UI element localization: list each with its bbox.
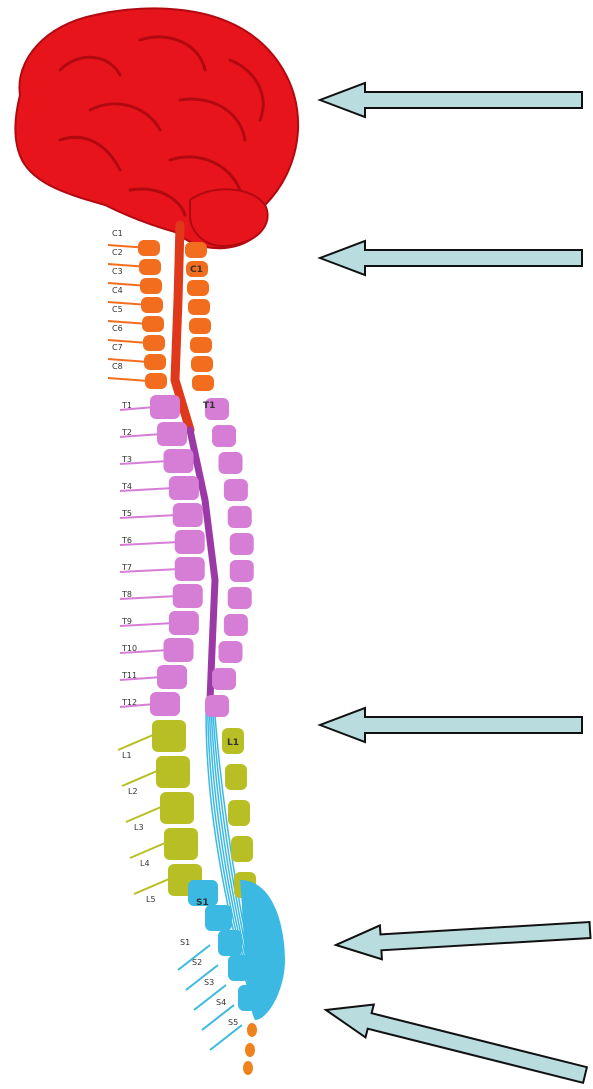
label-cervical-nerve: C1 xyxy=(112,229,123,238)
label-lumbar-nerve: L3 xyxy=(134,823,144,832)
label-thoracic-nerve: T1 xyxy=(121,401,132,410)
vertebra-thoracic-right xyxy=(205,695,229,717)
vertebra-thoracic-right xyxy=(224,614,248,636)
label-lumbar-nerve: L2 xyxy=(128,787,138,796)
label-thoracic-body: T1 xyxy=(203,401,215,411)
arrow-lumbar-icon xyxy=(320,708,582,742)
arrow-brain-icon xyxy=(320,83,582,117)
brain-illustration xyxy=(15,8,298,248)
vertebra-lumbar-left xyxy=(160,792,194,824)
label-cervical-nerve: C3 xyxy=(112,267,123,276)
label-cervical-nerve: C4 xyxy=(112,286,123,295)
label-thoracic-nerve: T10 xyxy=(121,644,137,653)
vertebra-thoracic-right xyxy=(228,506,252,528)
vertebra-thoracic-right xyxy=(228,587,252,609)
vertebra-sacral xyxy=(218,930,242,956)
arrow-sacral-icon xyxy=(336,922,591,959)
vertebra-cervical-right xyxy=(185,242,207,258)
label-thoracic-nerve: T5 xyxy=(121,509,132,518)
label-lumbar-nerve: L5 xyxy=(146,895,156,904)
label-thoracic-nerve: T12 xyxy=(121,698,137,707)
label-thoracic-nerve: T2 xyxy=(121,428,132,437)
vertebra-thoracic-right xyxy=(230,560,254,582)
label-lumbar-body: L1 xyxy=(227,738,239,748)
label-thoracic-nerve: T6 xyxy=(121,536,132,545)
label-sacral-nerve: S5 xyxy=(228,1018,238,1027)
nerve-sacral xyxy=(210,1025,242,1050)
label-thoracic-nerve: T11 xyxy=(121,671,137,680)
label-sacral-nerve: S4 xyxy=(216,998,226,1007)
vertebra-lumbar-right xyxy=(225,764,247,790)
label-cervical-nerve: C5 xyxy=(112,305,123,314)
label-thoracic-nerve: T8 xyxy=(121,590,132,599)
label-lumbar-nerve: L4 xyxy=(140,859,150,868)
label-sacral-nerve: S3 xyxy=(204,978,214,987)
vertebra-lumbar-left xyxy=(164,828,198,860)
label-cervical-nerve: C8 xyxy=(112,362,123,371)
label-thoracic-nerve: T7 xyxy=(121,563,132,572)
label-sacral-nerve: S1 xyxy=(180,938,190,947)
vertebra-lumbar-left xyxy=(156,756,190,788)
vertebra-thoracic-right xyxy=(230,533,254,555)
label-thoracic-nerve: T9 xyxy=(121,617,132,626)
label-sacral-nerve: S2 xyxy=(192,958,202,967)
label-thoracic-nerve: T4 xyxy=(121,482,132,491)
vertebra-sacral xyxy=(205,905,232,931)
pointer-arrows xyxy=(320,83,591,1083)
label-sacral-body: S1 xyxy=(196,898,209,908)
vertebra-thoracic-right xyxy=(219,641,243,663)
vertebra-thoracic-right xyxy=(219,452,243,474)
label-thoracic-nerve: T3 xyxy=(121,455,132,464)
vertebra-coccyx xyxy=(245,1043,255,1057)
arrow-coccyx-icon xyxy=(326,1005,587,1083)
vertebra-coccyx xyxy=(247,1023,257,1037)
vertebra-cervical-right xyxy=(187,280,209,296)
vertebra-cervical-left xyxy=(145,373,167,389)
label-lumbar-nerve: L1 xyxy=(122,751,132,760)
nerve-cervical xyxy=(108,378,148,381)
vertebra-cervical-right xyxy=(192,375,214,391)
label-cervical-body: C1 xyxy=(190,265,203,275)
vertebra-thoracic-right xyxy=(212,425,236,447)
vertebra-cervical-right xyxy=(189,318,211,334)
vertebra-cervical-right xyxy=(191,356,213,372)
vertebra-lumbar-right xyxy=(228,800,250,826)
vertebra-cervical-right xyxy=(190,337,212,353)
vertebra-lumbar-left xyxy=(152,720,186,752)
vertebra-thoracic-right xyxy=(224,479,248,501)
vertebra-thoracic-right xyxy=(212,668,236,690)
arrow-cervical-icon xyxy=(320,241,582,275)
label-cervical-nerve: C7 xyxy=(112,343,123,352)
vertebra-coccyx xyxy=(243,1061,253,1075)
label-cervical-nerve: C6 xyxy=(112,324,123,333)
vertebra-lumbar-right xyxy=(231,836,253,862)
label-cervical-nerve: C2 xyxy=(112,248,123,257)
vertebra-cervical-right xyxy=(188,299,210,315)
